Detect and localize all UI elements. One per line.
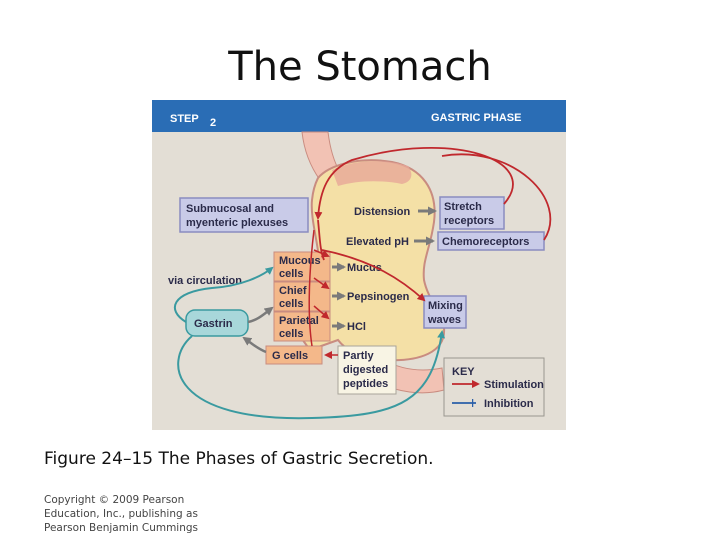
peptides-label-line1: Partly (343, 350, 374, 362)
elevated-ph-label: Elevated pH (346, 236, 409, 248)
g-cells-box (265, 345, 323, 365)
mixing-waves-box (423, 295, 467, 329)
plexus-label-line1: Submucosal and (186, 203, 274, 215)
key-box (443, 357, 545, 417)
gastric-phase-diagram: STEP 2 GASTRIC PHASE Submucosal and myen… (152, 100, 566, 430)
plexus-to-gcells-line (308, 229, 315, 347)
circulation-loop-upper (173, 266, 274, 323)
stimulation-key-label: Stimulation (484, 379, 544, 391)
figure-caption: Figure 24–15 The Phases of Gastric Secre… (44, 449, 434, 469)
plexus-label-line2: myenteric plexuses (186, 217, 288, 229)
stimulation-branch-1 (313, 249, 330, 258)
phase-title: GASTRIC PHASE (431, 112, 521, 124)
stomach-fundus (332, 161, 412, 186)
parietal-label-line2: cells (279, 328, 303, 340)
mixing-label-line1: Mixing (428, 300, 463, 312)
mucous-label-line1: Mucous (279, 255, 321, 267)
plexus-to-cells-line (317, 219, 325, 261)
slide-title: The Stomach (228, 44, 492, 90)
stretch-receptors-box (439, 196, 505, 230)
step-number: 2 (210, 117, 216, 129)
mucus-label: Mucus (347, 262, 382, 274)
g-cells-label: G cells (272, 350, 308, 362)
gcells-to-gastrin-arrow (242, 336, 267, 354)
copyright-line-2: Education, Inc., publishing as (44, 508, 198, 520)
parietal-label-line1: Parietal (279, 315, 319, 327)
mucous-cells-box (273, 251, 331, 282)
step-label: STEP (170, 113, 199, 125)
peptides-label-line3: peptides (343, 378, 388, 390)
chemoreceptors-box (437, 231, 545, 251)
chief-label-line2: cells (279, 298, 303, 310)
plexus-box (179, 197, 309, 233)
distension-label: Distension (354, 206, 411, 218)
stimulation-branch-2 (313, 277, 330, 290)
peptides-box (337, 345, 397, 395)
peptides-label-line2: digested (343, 364, 388, 376)
stretch-to-plexus-arc (314, 147, 514, 220)
chemoreceptors-label: Chemoreceptors (442, 236, 529, 248)
header-bar (152, 100, 566, 132)
stomach-outline (292, 159, 446, 362)
mucous-label-line2: cells (279, 268, 303, 280)
chief-label-line1: Chief (279, 285, 307, 297)
pepsinogen-label: Pepsinogen (347, 291, 410, 303)
stimulation-branch-3 (313, 305, 330, 320)
chemo-to-plexus-arc (441, 153, 551, 241)
gastrin-box (185, 309, 249, 337)
circulation-loop-lower (177, 330, 446, 420)
parietal-cells-box (273, 311, 331, 342)
stretch-label-line1: Stretch (444, 201, 482, 213)
copyright-notice: Copyright © 2009 Pearson Education, Inc.… (44, 493, 214, 535)
chief-cells-box (273, 281, 331, 312)
hcl-label: HCl (347, 321, 366, 333)
plexus-to-mixing-arc (321, 249, 426, 302)
stretch-label-line2: receptors (444, 215, 494, 227)
copyright-line-1: Copyright © 2009 Pearson (44, 494, 185, 506)
copyright-line-3: Pearson Benjamin Cummings (44, 522, 199, 534)
mixing-label-line2: waves (427, 314, 461, 326)
gastrin-label: Gastrin (194, 318, 233, 330)
gastrin-to-cells-arrow (247, 306, 274, 324)
key-title: KEY (452, 366, 475, 378)
inhibition-key-label: Inhibition (484, 398, 534, 410)
via-circulation-label: via circulation (168, 275, 242, 287)
